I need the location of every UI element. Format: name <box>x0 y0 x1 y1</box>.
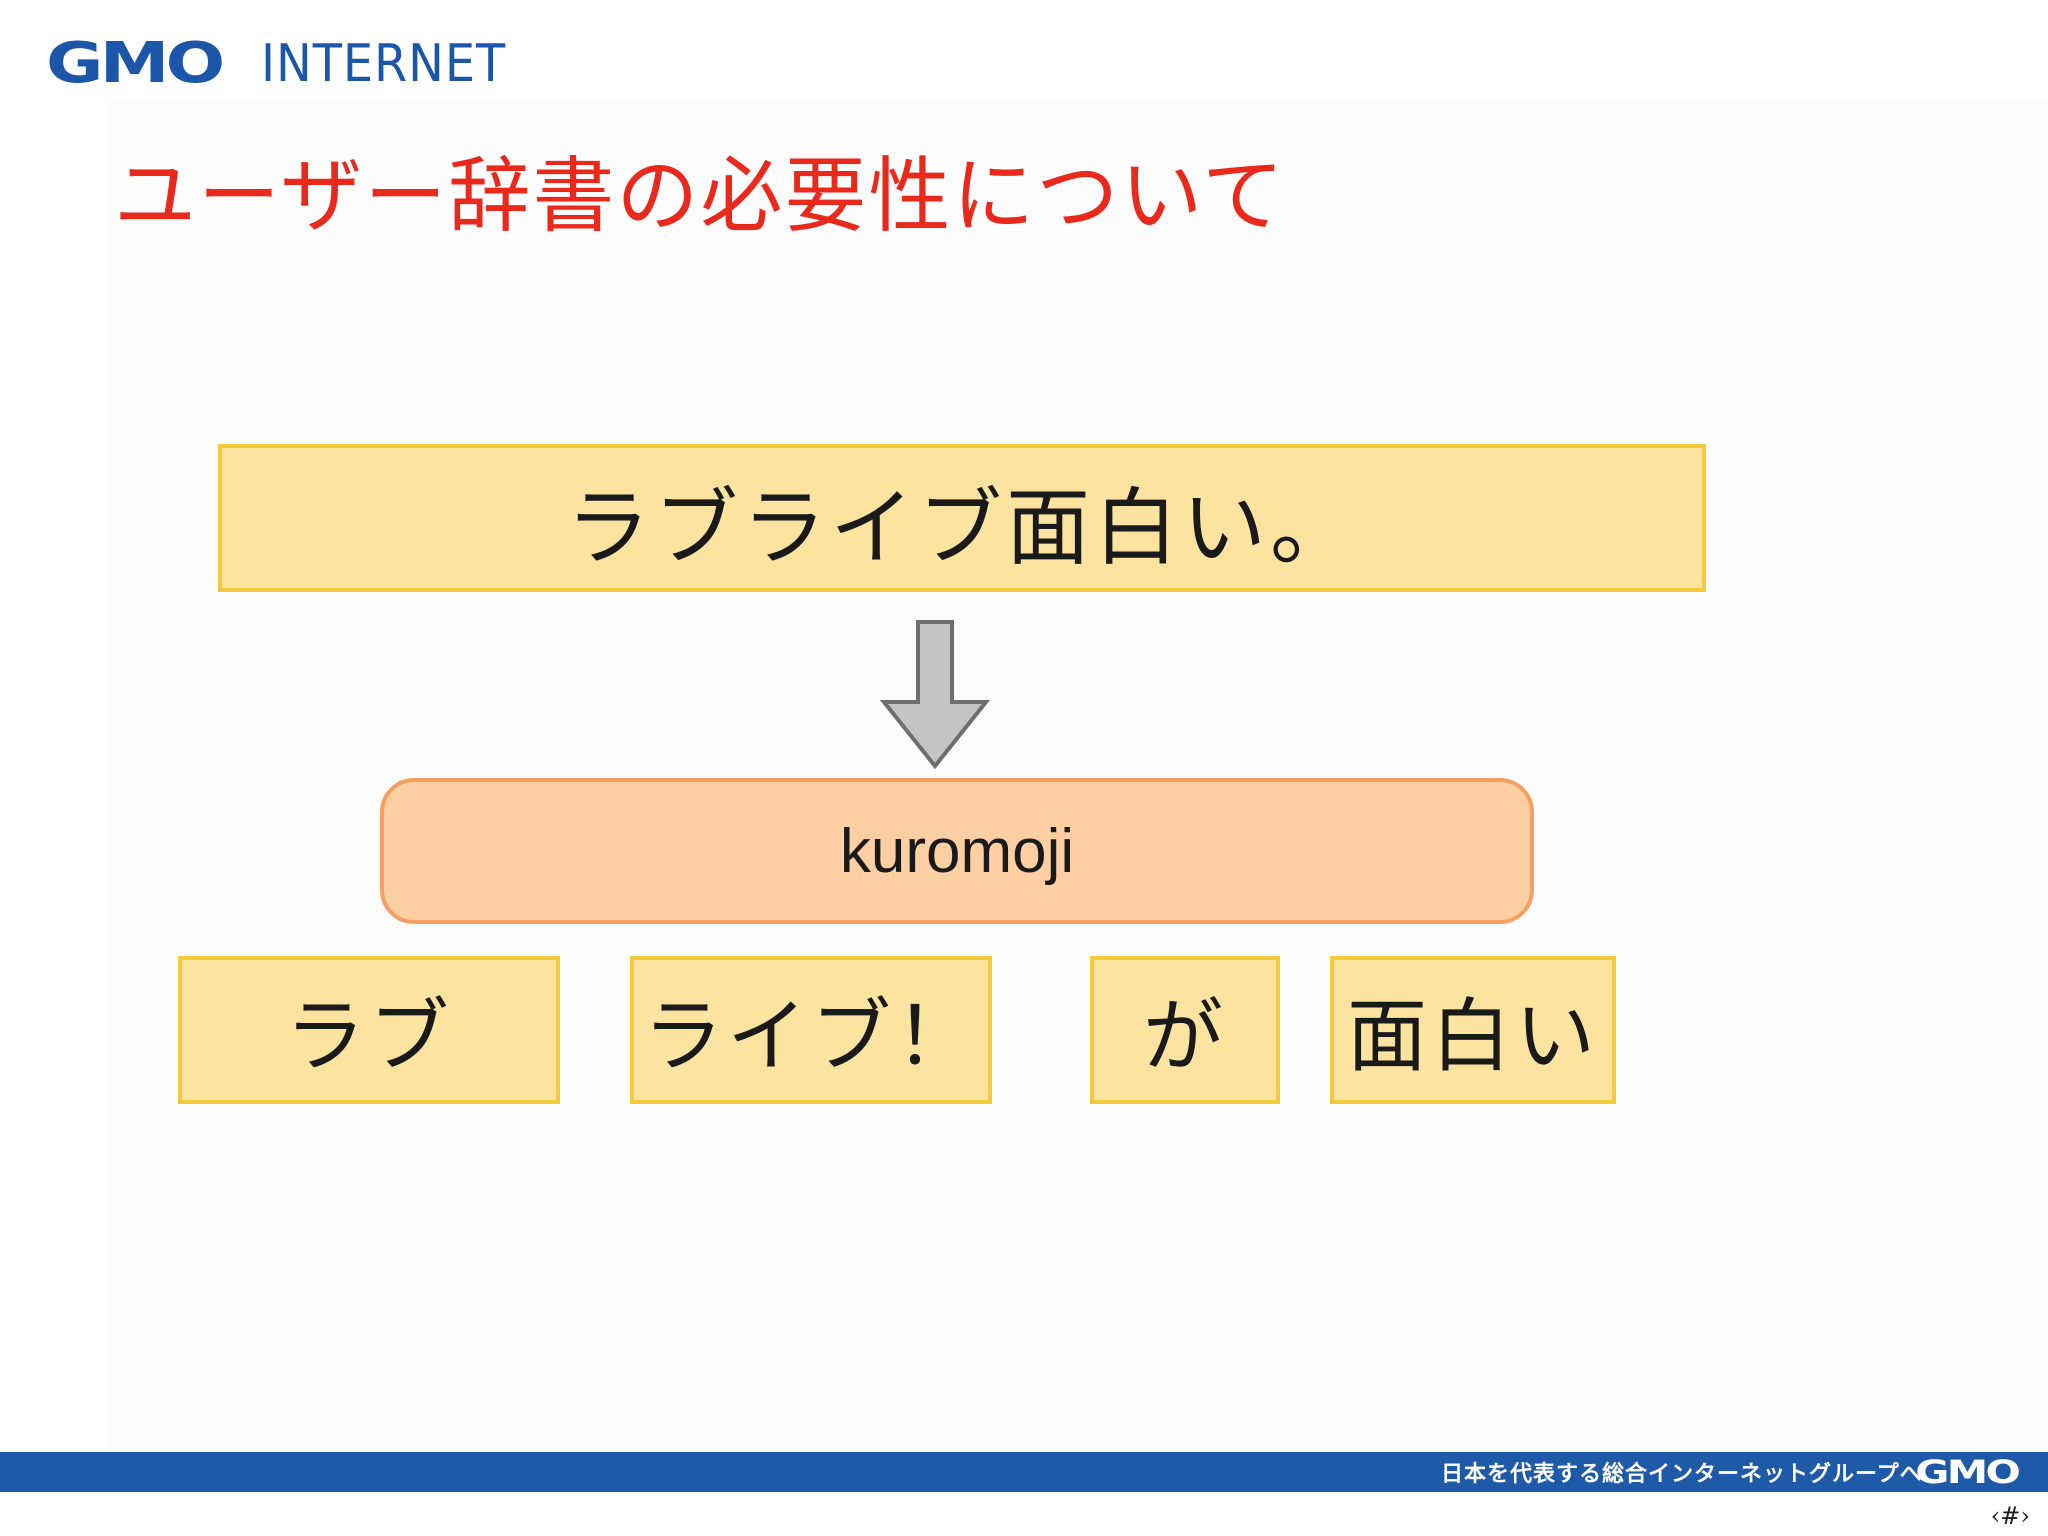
token-box: ラブ <box>178 956 560 1104</box>
input-sentence-box: ラブライブ面白い。 <box>218 444 1706 592</box>
gmo-internet-logo: GMO INTERNET <box>46 34 528 94</box>
tokenizer-box: kuromoji <box>380 778 1534 924</box>
footer-logo: GMO <box>1914 1453 2021 1491</box>
footer-bar: 日本を代表する総合インターネットグループへ GMO <box>0 1452 2048 1492</box>
token-box: が <box>1090 956 1280 1104</box>
slide-title: ユーザー辞書の必要性について <box>114 149 1286 244</box>
down-arrow-icon <box>880 620 990 770</box>
footer-tagline: 日本を代表する総合インターネットグループへ <box>1441 1462 1923 1487</box>
logo-word: INTERNET <box>261 34 507 94</box>
logo-brand: GMO <box>46 31 225 96</box>
page-number: ‹#› <box>1990 1502 2030 1530</box>
token-box: ライブ！ <box>630 956 992 1104</box>
token-box: 面白い <box>1330 956 1616 1104</box>
